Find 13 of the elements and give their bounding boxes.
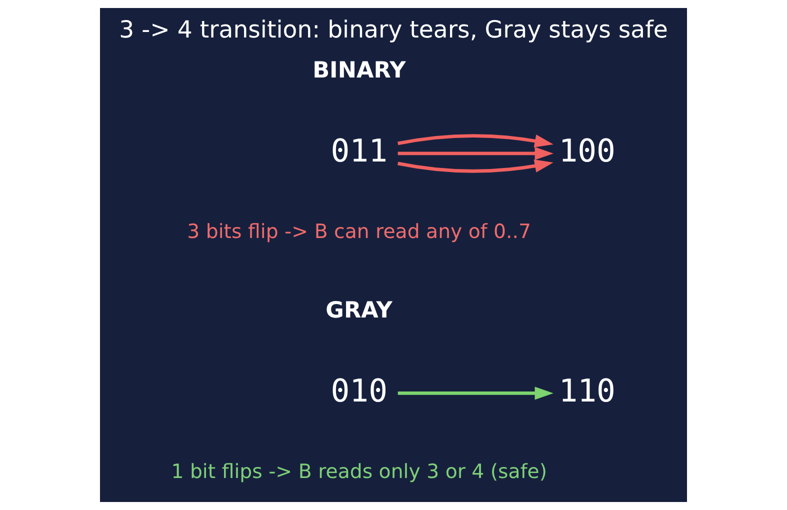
arrow: [398, 146, 554, 160]
node-text: 110: [558, 373, 616, 410]
node-text: 100: [558, 134, 616, 170]
label: 1 bit flips -> B reads only 3 or 4 (safe): [171, 460, 547, 483]
arrow: [398, 386, 554, 400]
node-text: 011: [330, 134, 388, 170]
diagram-title: 3 -> 4 transition: binary tears, Gray stays safe: [119, 15, 668, 44]
arrow: [398, 160, 554, 173]
node-text: 010: [330, 373, 388, 410]
label: BINARY: [312, 58, 406, 84]
arrow: [398, 134, 554, 148]
label: GRAY: [326, 297, 392, 324]
label: 3 bits flip -> B can read any of 0..7: [187, 220, 532, 243]
